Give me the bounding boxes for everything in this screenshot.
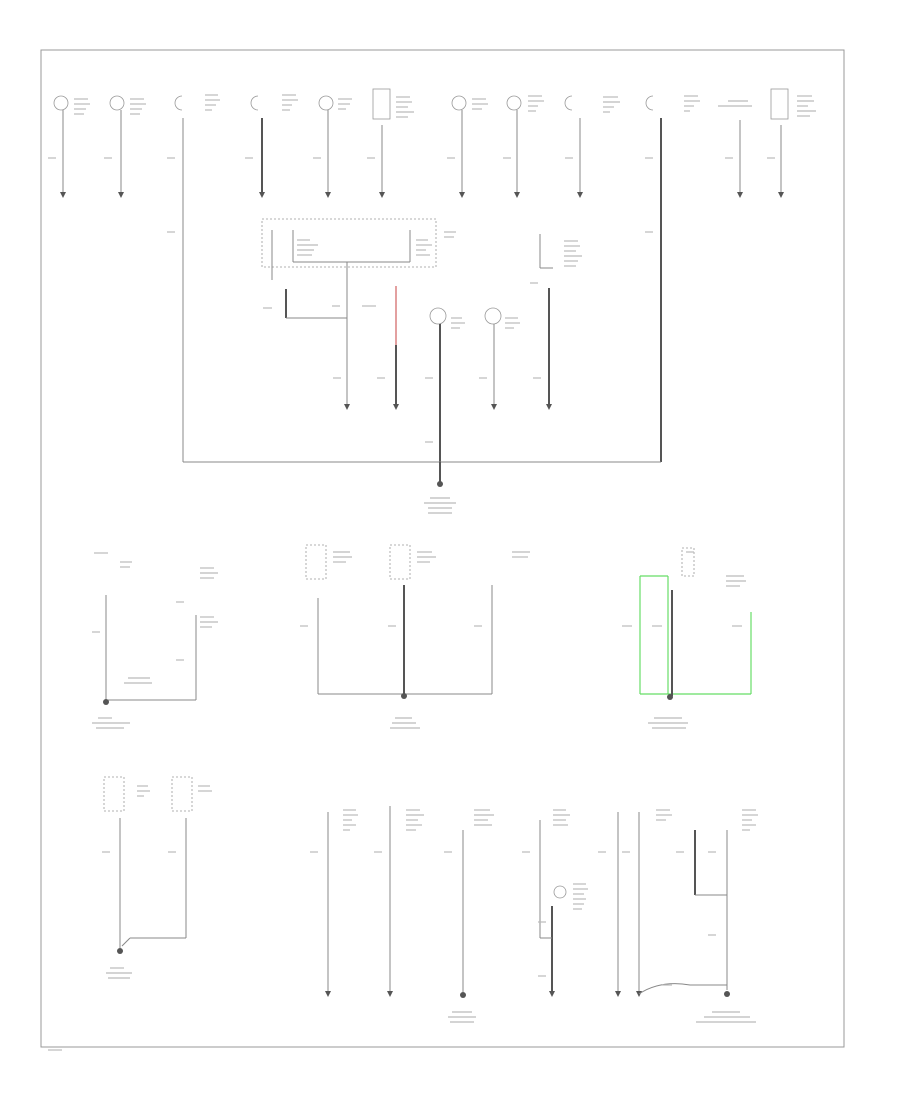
bulb-icon [553,885,567,899]
ground-point [724,991,730,997]
center-junction-cluster [183,218,661,514]
switch-icon [372,88,391,120]
lamp-icon [174,95,183,111]
ground-group-left [92,552,218,729]
junction-connector [389,544,411,580]
ground-group-right [622,547,752,729]
ground-point [103,699,109,705]
bottom-left-group [102,776,212,979]
bottom-right-group [598,809,758,1023]
bulb-icon [451,95,467,111]
lamp-icon [250,95,259,111]
bulb-icon [318,95,334,111]
junction-connector [171,776,193,812]
ground-point [117,948,123,954]
bulb-icon [506,95,522,111]
junction-connector [305,544,327,580]
bottom-center-group [310,806,588,1023]
junction-connector [681,547,695,577]
ground-group-center [300,544,530,729]
top-row-components [48,88,816,462]
switch-icon [770,88,789,120]
lamp-icon [645,95,654,111]
junction-connector [261,218,437,268]
bulb-icon [429,307,447,325]
junction-connector [103,776,125,812]
lamp-icon [564,95,573,111]
bulb-icon [53,95,69,111]
green-wire [639,575,752,695]
ground-point [437,481,443,487]
ground-point [667,694,673,700]
bulb-icon [484,307,502,325]
ground-point [460,992,466,998]
ground-point [401,693,407,699]
diagram-border [40,49,845,1048]
bulb-icon [109,95,125,111]
